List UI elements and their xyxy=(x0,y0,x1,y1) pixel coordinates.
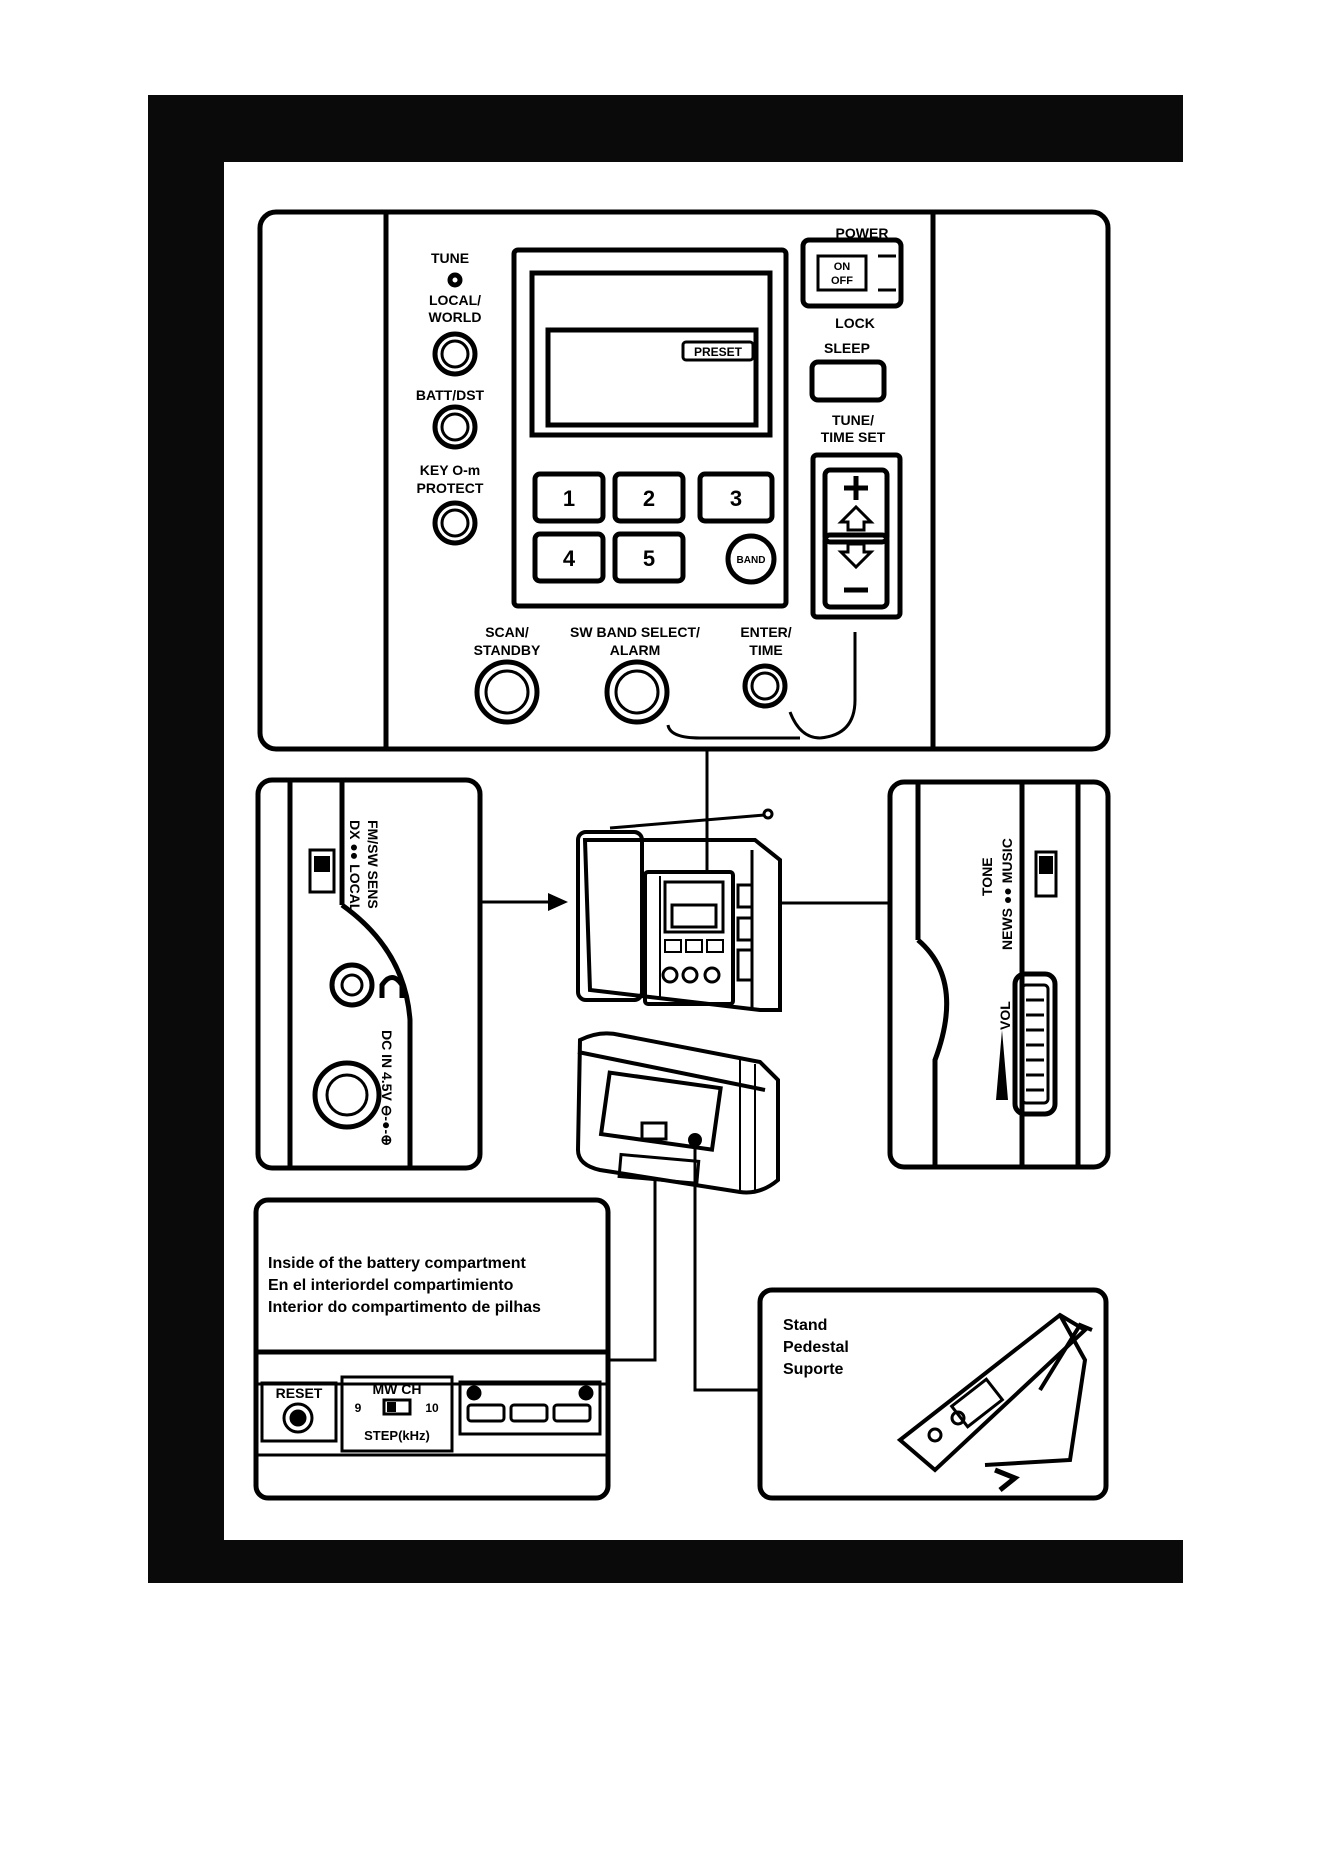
step-khz-label: STEP(kHz) xyxy=(364,1428,430,1443)
vol-label: VOL xyxy=(997,1001,1013,1030)
enter-time-label-line1: ENTER/ xyxy=(740,624,791,640)
scan-standby-label-line1: SCAN/ xyxy=(485,624,529,640)
sleep-button xyxy=(809,359,887,403)
enter-time-button xyxy=(742,663,788,709)
scan-standby-button xyxy=(474,659,540,725)
sens-label: FM/SW SENS xyxy=(365,820,381,909)
display-housing xyxy=(511,247,789,609)
band-label: BAND xyxy=(737,555,766,566)
radio-front-illustration xyxy=(576,808,782,1012)
batt-dst-label: BATT/DST xyxy=(416,387,485,403)
stand-caption-line3: Suporte xyxy=(783,1361,844,1378)
mw-ch-label: MW CH xyxy=(373,1381,422,1397)
preset-badge-box xyxy=(681,340,755,362)
tune-time-set-housing xyxy=(810,452,903,620)
preset-key-5-label: 5 xyxy=(643,546,655,571)
step-10-label: 10 xyxy=(425,1401,439,1415)
battery-callout xyxy=(253,1197,611,1501)
local-world-label-line1: LOCAL/ xyxy=(429,292,481,308)
tune-down-button xyxy=(822,532,890,610)
power-off-label: OFF xyxy=(831,275,853,287)
preset-key-4-label: 4 xyxy=(563,546,576,571)
battery-caption-line3: Interior do compartimento de pilhas xyxy=(268,1299,541,1316)
headphone-jack xyxy=(329,962,375,1008)
dx-local-label: DX ●● LOCAL xyxy=(347,820,363,913)
preset-key-3 xyxy=(697,471,775,524)
dc-in-label: DC IN 4.5V ⊖-●-⊕ xyxy=(379,1030,395,1146)
preset-key-5 xyxy=(612,531,686,584)
sleep-label: SLEEP xyxy=(824,340,870,356)
enter-time-label-line2: TIME xyxy=(749,642,782,658)
power-switch-housing xyxy=(800,237,904,309)
preset-key-2 xyxy=(612,471,686,524)
battery-caption-line1: Inside of the battery compartment xyxy=(268,1255,526,1272)
preset-badge: PRESET xyxy=(694,345,743,359)
preset-key-2-label: 2 xyxy=(643,486,655,511)
reset-hole xyxy=(282,1402,314,1434)
stand-callout-labels: Stand Pedestal Suporte xyxy=(783,1317,849,1378)
mw-ch-step-switch xyxy=(382,1398,412,1416)
tune-indicator xyxy=(447,272,463,288)
tune-up-button xyxy=(822,467,890,545)
stand-caption-line1: Stand xyxy=(783,1317,827,1334)
dc-in-jack xyxy=(312,1060,382,1130)
step-9-label: 9 xyxy=(355,1401,362,1415)
tune-time-set-label-line2: TIME SET xyxy=(821,429,886,445)
preset-key-1 xyxy=(532,471,606,524)
leader-to-stand-callout xyxy=(693,1140,760,1392)
control-panel xyxy=(257,209,1111,752)
preset-key-3-label: 3 xyxy=(730,486,742,511)
left-side-labels: FM/SW SENS DX ●● LOCAL DC IN 4.5V ⊖-●-⊕ xyxy=(347,820,395,1146)
preset-key-4 xyxy=(532,531,606,584)
control-panel-labels: TUNE LOCAL/ WORLD BATT/DST KEY O-m PROTE… xyxy=(416,225,889,658)
sw-band-select-button xyxy=(604,659,670,725)
tone-label: TONE xyxy=(979,857,995,896)
lcd-outer xyxy=(529,270,773,438)
mw-ch-step-box xyxy=(340,1375,454,1453)
battery-contacts xyxy=(458,1380,602,1436)
sens-switch xyxy=(308,848,336,894)
stand-caption-line2: Pedestal xyxy=(783,1339,849,1356)
preset-key-1-label: 1 xyxy=(563,486,575,511)
volume-wedge-icon xyxy=(996,1030,1008,1100)
right-side-labels: TONE NEWS ●● MUSIC VOL xyxy=(979,838,1015,1030)
lcd-window xyxy=(545,327,759,428)
batt-dst-button xyxy=(432,404,478,450)
radio-back-illustration xyxy=(575,1031,780,1195)
sw-band-select-label-line1: SW BAND SELECT/ xyxy=(570,624,700,640)
news-music-label: NEWS ●● MUSIC xyxy=(999,838,1015,950)
tune-time-set-label-line1: TUNE/ xyxy=(832,412,874,428)
power-on-label: ON xyxy=(834,261,851,273)
headphone-icon xyxy=(379,975,405,998)
scan-standby-label-line2: STANDBY xyxy=(474,642,541,658)
right-side-panel xyxy=(887,779,1111,1170)
tune-label: TUNE xyxy=(431,250,469,266)
leader-to-battery-callout xyxy=(610,1180,657,1362)
volume-wheel xyxy=(1012,971,1058,1117)
reset-box xyxy=(260,1381,338,1443)
battery-caption-line2: En el interiordel compartimiento xyxy=(268,1277,514,1294)
left-side-panel xyxy=(255,777,483,1171)
sw-band-select-label-line2: ALARM xyxy=(610,642,661,658)
key-protect-label-line1: KEY O-m xyxy=(420,462,480,478)
lock-label: LOCK xyxy=(835,315,875,331)
local-world-button xyxy=(432,331,478,377)
local-world-label-line2: WORLD xyxy=(429,309,482,325)
band-button xyxy=(725,533,777,585)
power-label: POWER xyxy=(836,225,889,241)
battery-callout-labels: Inside of the battery compartment En el … xyxy=(268,1255,541,1443)
tone-switch xyxy=(1034,850,1058,898)
key-protect-button xyxy=(432,500,478,546)
stand-illustration xyxy=(896,1312,1093,1492)
reset-label: RESET xyxy=(276,1385,323,1401)
stand-callout xyxy=(757,1287,1109,1501)
key-protect-label-line2: PROTECT xyxy=(417,480,484,496)
arrow-to-radio xyxy=(480,893,568,911)
